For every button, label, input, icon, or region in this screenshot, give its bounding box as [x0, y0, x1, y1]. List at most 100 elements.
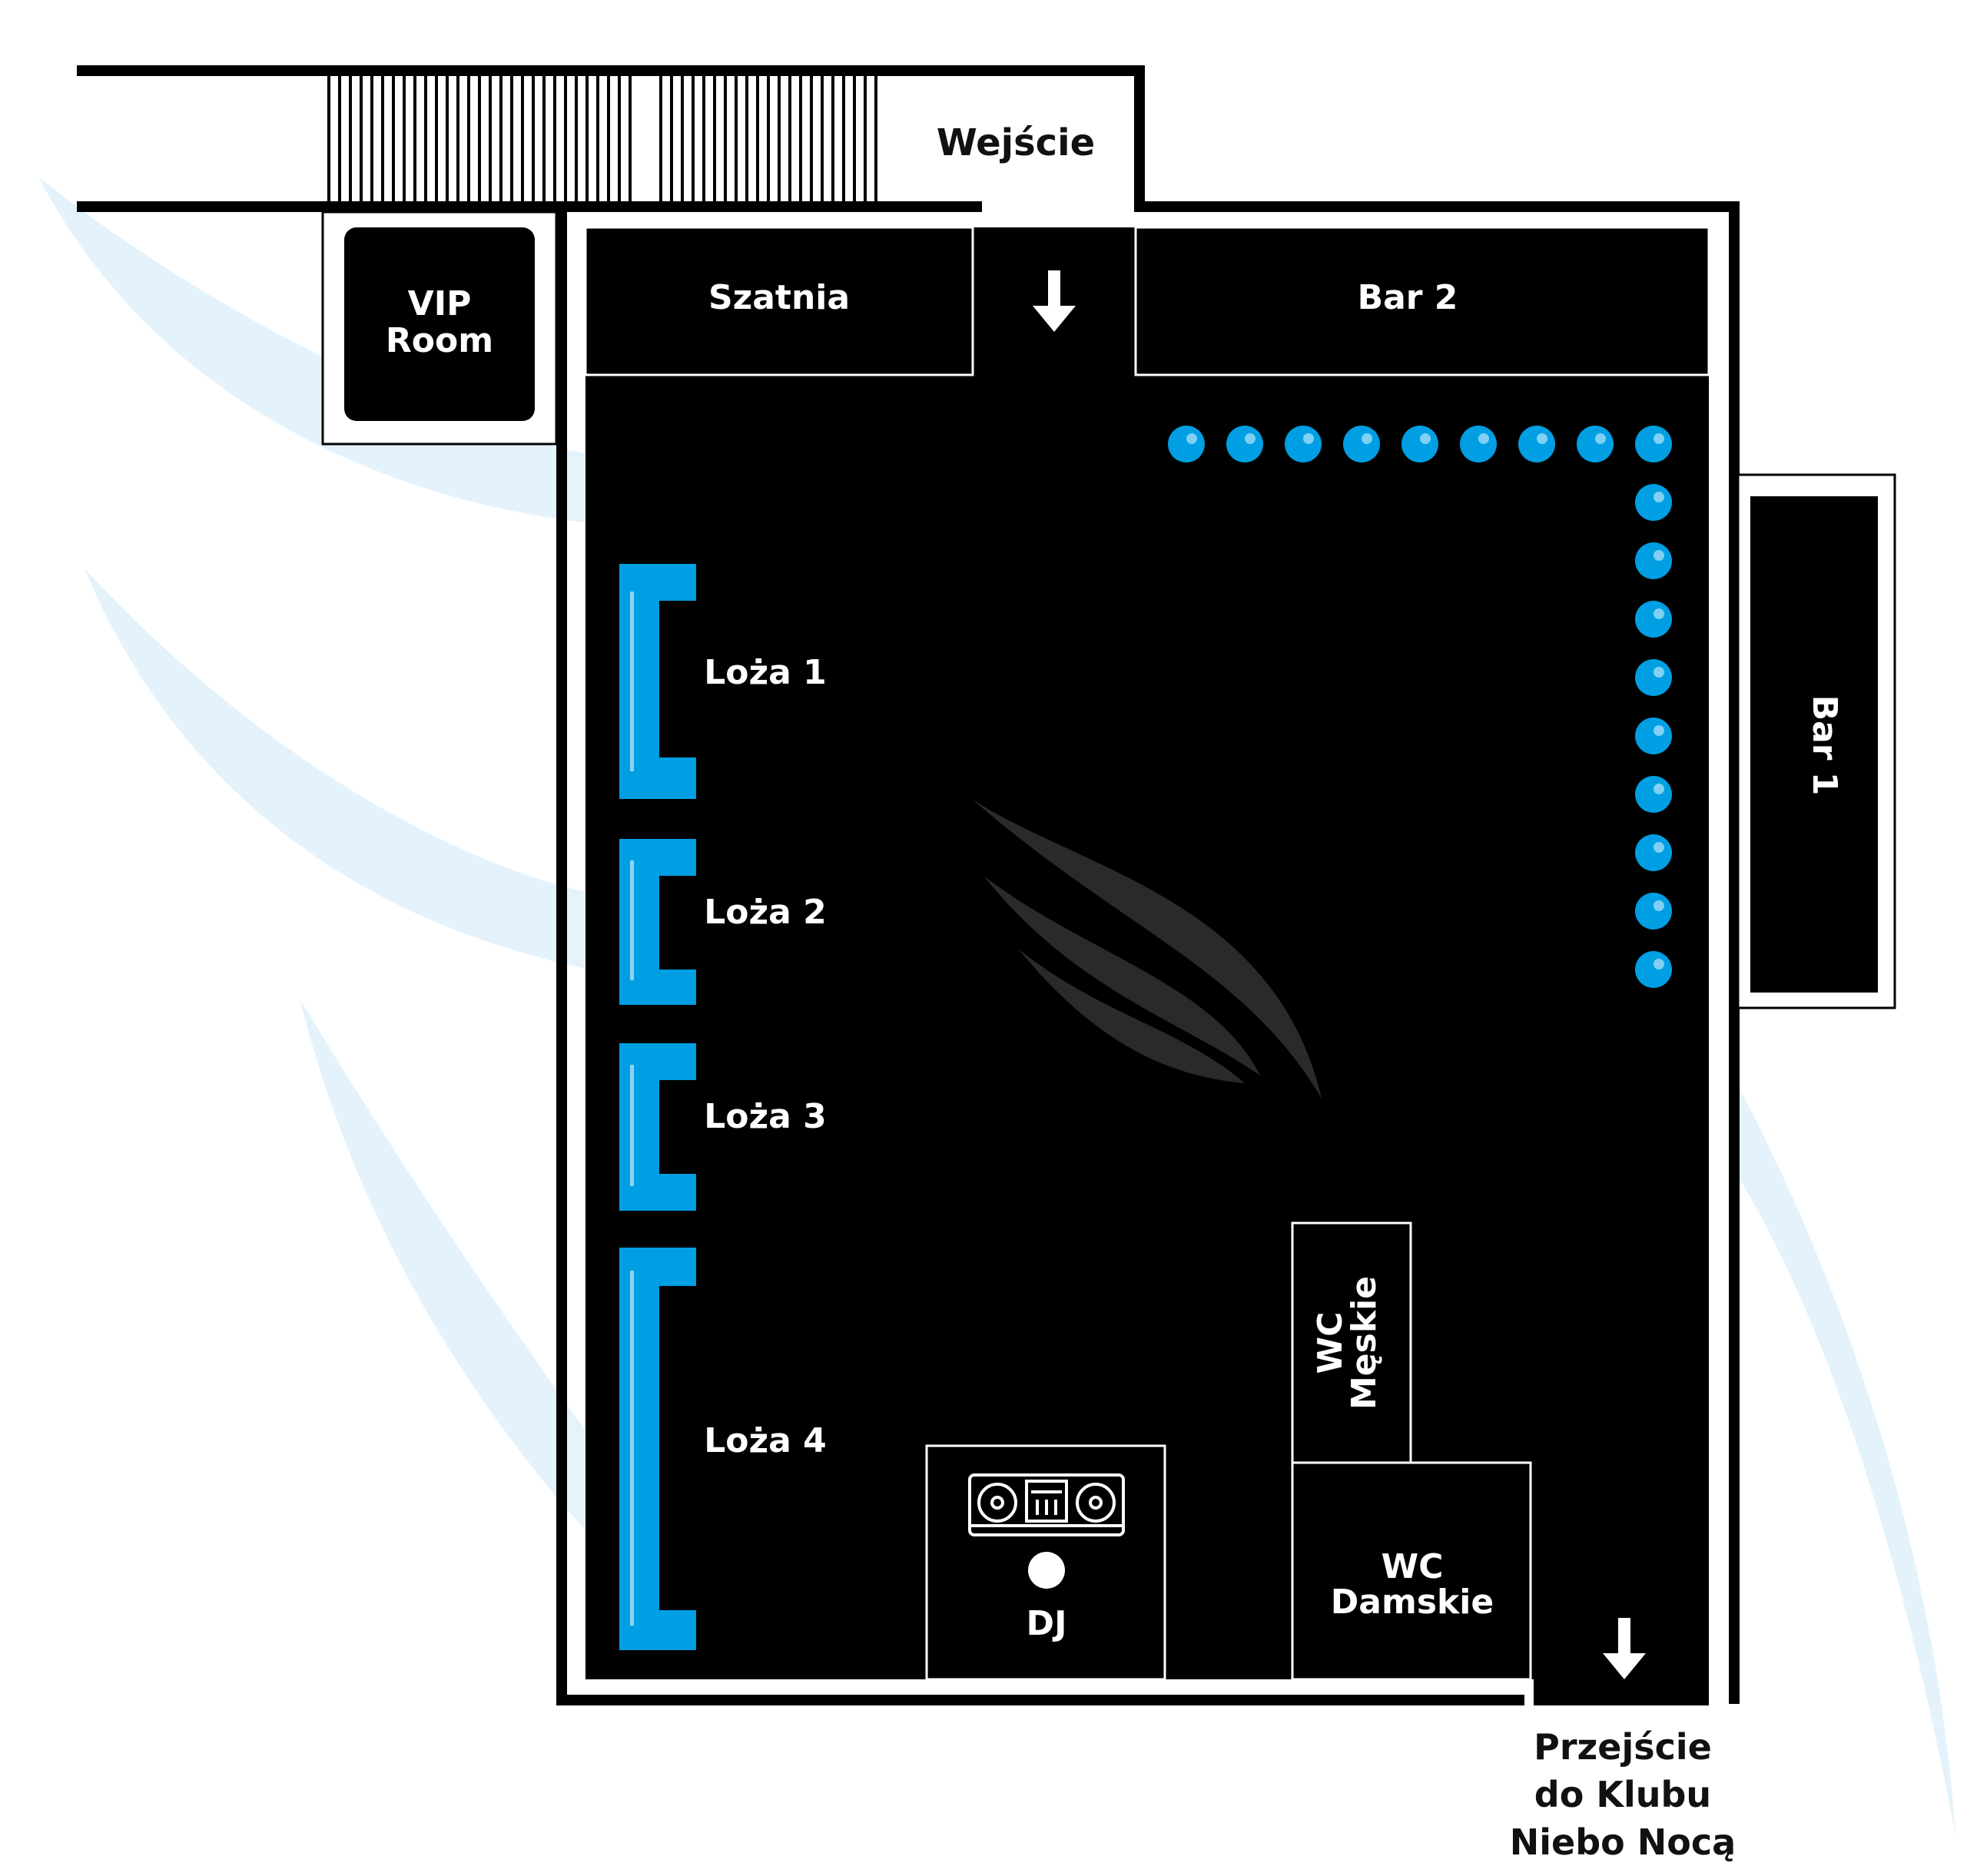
booth-4-highlight [630, 1271, 634, 1626]
wc-women-label-line1: WC [1382, 1547, 1444, 1586]
bar-2-box [1134, 226, 1710, 376]
wall-bottom [556, 1695, 1524, 1705]
booth-3[interactable]: Loża 3 [619, 1043, 827, 1211]
corridor-wall-bottom [77, 201, 982, 212]
bar-stool-highlight [1186, 433, 1197, 444]
dj-booth[interactable]: DJ [925, 1444, 1166, 1681]
booth-3-label: Loża 3 [704, 1097, 827, 1136]
entrance-label: Wejście [937, 121, 1095, 164]
bar-2-label: Bar 2 [1358, 278, 1458, 317]
bar-stool [1577, 426, 1614, 462]
bar-stool-highlight [1478, 433, 1489, 444]
booth-3-highlight [630, 1065, 634, 1186]
bar-stool-highlight [1362, 433, 1372, 444]
wc-women-box [1291, 1461, 1532, 1681]
bar-stool [1635, 718, 1672, 754]
exit-label-line2: do Klubu [1534, 1774, 1711, 1815]
bar-stools [1168, 426, 1672, 988]
bar-stool [1635, 834, 1672, 871]
entrance-wall-right [1134, 65, 1145, 205]
cloakroom[interactable]: Szatnia [584, 226, 974, 376]
wall-left [556, 212, 567, 1705]
bar-stool-highlight [1654, 608, 1664, 619]
bar-stool-highlight [1303, 433, 1314, 444]
booth-2-label: Loża 2 [704, 893, 827, 932]
wc-men-label-line1: WC [1311, 1312, 1350, 1374]
bar-stool-highlight [1654, 433, 1664, 444]
arrow-down-icon [1603, 1618, 1646, 1679]
booth-1-label: Loża 1 [704, 653, 827, 692]
booth-4-seat [619, 1248, 696, 1650]
cloakroom-box [584, 226, 974, 376]
bar-stool [1635, 893, 1672, 930]
bar-stool-highlight [1654, 550, 1664, 561]
corridor-wall-top [77, 65, 1145, 76]
turntables-icon [968, 1473, 1125, 1536]
bar-stool-highlight [1654, 784, 1664, 794]
bar-stool [1635, 659, 1672, 696]
stairs [327, 76, 877, 201]
bar-stool-highlight [1537, 433, 1547, 444]
swoosh-middle [85, 568, 584, 968]
venue-floor [585, 227, 1709, 1679]
bar-2[interactable]: Bar 2 [1134, 226, 1710, 376]
booth-2-highlight [630, 860, 634, 980]
booth-2[interactable]: Loża 2 [619, 839, 827, 1005]
bar-stool [1635, 542, 1672, 579]
swoosh-right [1733, 1076, 1955, 1836]
entrance-wall-step [1134, 201, 1740, 212]
booth-1-seat [619, 564, 696, 799]
bar-stool-highlight [1245, 433, 1255, 444]
arrow-down-icon [1033, 270, 1076, 332]
bar-stool [1635, 601, 1672, 638]
vip-room-label-line1: VIP [408, 284, 472, 323]
exit-passage[interactable]: Przejście do Klubu Niebo Nocą [1510, 1618, 1736, 1863]
cloakroom-label: Szatnia [708, 278, 850, 317]
dj-position-dot [1028, 1552, 1065, 1589]
bar-stool-highlight [1420, 433, 1431, 444]
exit-label-line3: Niebo Nocą [1510, 1821, 1736, 1863]
bar-stool-highlight [1654, 959, 1664, 969]
wc-men[interactable]: WC Męskie [1291, 1221, 1412, 1464]
vip-room-label-line2: Room [386, 321, 493, 360]
booth-3-seat [619, 1043, 696, 1211]
bar-stool [1401, 426, 1438, 462]
booth-4[interactable]: Loża 4 [619, 1248, 827, 1650]
corridor [77, 65, 1145, 212]
bar-stool [1635, 951, 1672, 988]
bar-1-block [1750, 496, 1878, 993]
bar-stool-highlight [1654, 667, 1664, 678]
bar-stool-highlight [1654, 842, 1664, 853]
vip-room-block [344, 227, 535, 421]
booth-1-highlight [630, 592, 634, 771]
bar-stool-highlight [1654, 492, 1664, 502]
booth-1[interactable]: Loża 1 [619, 564, 827, 799]
bar-stool [1635, 776, 1672, 813]
bar-stool [1460, 426, 1497, 462]
bar-stool [1168, 426, 1205, 462]
booths: Loża 1 Loża 2 Loża 3 Loża 4 [619, 564, 827, 1650]
wc-women-label-line2: Damskie [1331, 1583, 1494, 1622]
bar-1-label: Bar 1 [1805, 695, 1844, 796]
bar-stool-highlight [1654, 725, 1664, 736]
vip-room[interactable]: VIP Room [321, 210, 558, 446]
bar-stool-highlight [1654, 900, 1664, 911]
booth-2-seat [619, 839, 696, 1005]
swoosh-bottom [300, 999, 584, 1529]
entrance: Wejście [937, 65, 1740, 212]
bar-1[interactable]: Bar 1 [1736, 473, 1896, 1009]
exit-gap [1534, 1679, 1709, 1705]
wc-women[interactable]: WC Damskie [1291, 1461, 1532, 1681]
booth-4-label: Loża 4 [704, 1421, 827, 1460]
wc-men-box [1291, 1221, 1412, 1464]
bar-stool [1635, 484, 1672, 521]
bar-stool-highlight [1595, 433, 1606, 444]
bar-stool [1635, 426, 1672, 462]
bar-stool [1226, 426, 1263, 462]
bar-stool [1343, 426, 1380, 462]
dj-label: DJ [1027, 1604, 1067, 1643]
bar-stool [1518, 426, 1555, 462]
flame-logo-icon [972, 799, 1322, 1099]
bar-stool [1285, 426, 1322, 462]
